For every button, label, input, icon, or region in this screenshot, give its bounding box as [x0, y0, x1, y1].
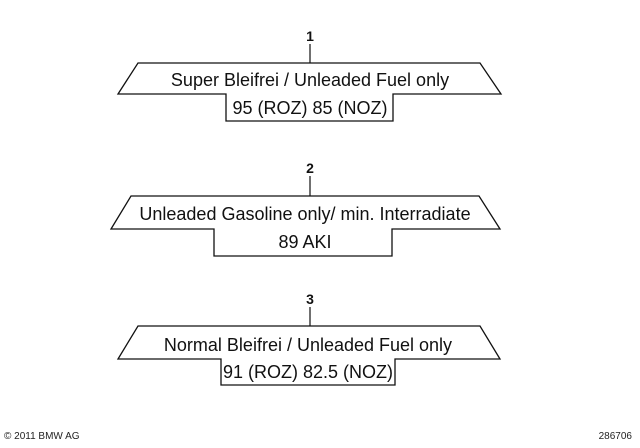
- label-1-outline: [116, 62, 503, 122]
- label-2-number: 2: [306, 160, 314, 176]
- fuel-label-1: 1 Super Bleifrei / Unleaded Fuel only 95…: [116, 28, 503, 122]
- label-3-number: 3: [306, 291, 314, 307]
- label-1-line2: 95 (ROZ) 85 (NOZ): [232, 98, 387, 118]
- fuel-label-2: 2 Unleaded Gasoline only/ min. Interradi…: [109, 160, 502, 257]
- copyright-text: © 2011 BMW AG: [4, 431, 80, 442]
- label-1-number: 1: [306, 28, 314, 44]
- label-3-line1: Normal Bleifrei / Unleaded Fuel only: [164, 335, 452, 355]
- label-3-line2: 91 (ROZ) 82.5 (NOZ): [223, 362, 393, 382]
- drawing-number: 286706: [598, 431, 632, 442]
- label-2-line1: Unleaded Gasoline only/ min. Interradiat…: [139, 204, 470, 224]
- label-3-outline: [116, 325, 502, 386]
- label-2-line2: 89 AKI: [278, 232, 331, 252]
- label-2-outline: [109, 195, 502, 257]
- label-1-line1: Super Bleifrei / Unleaded Fuel only: [171, 70, 449, 90]
- fuel-label-3: 3 Normal Bleifrei / Unleaded Fuel only 9…: [116, 291, 502, 386]
